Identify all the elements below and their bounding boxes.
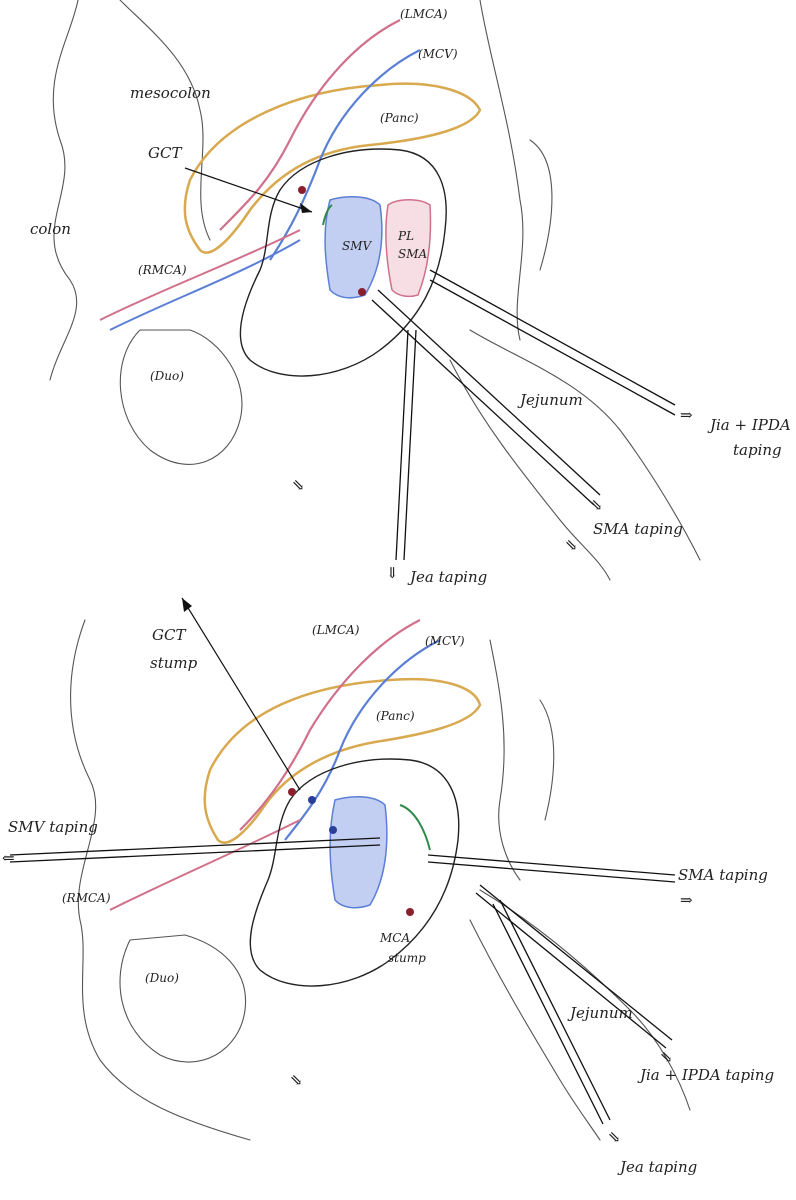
mesentery-root-b (249, 758, 460, 987)
label-mca-stump-2: stump (388, 951, 426, 965)
tape-jia-arrow: ⇒ (680, 406, 693, 424)
top-panel: ⇒ ⇘ ⇓ ⇘ ⇘ (LMCA) (MCV) mesocolon (Panc) … (30, 0, 791, 586)
tape-sma-1 (377, 289, 601, 496)
flow-arrow-top-1: ⇘ (292, 476, 305, 494)
tape-sma-2 (371, 299, 595, 506)
tape-jea-b-arrow: ⇘ (608, 1128, 621, 1146)
jejunum-outline-b2 (469, 919, 601, 1141)
gct-clip (298, 186, 306, 194)
label-jea-taping-bottom: Jea taping (617, 1158, 697, 1176)
label-sma-taping-top: SMA taping (593, 520, 683, 538)
sma (385, 199, 432, 298)
pancreas (183, 82, 482, 254)
colon-outline-b (70, 619, 251, 1141)
suture-top (322, 204, 333, 226)
label-jia-ipda-bottom: Jia + IPDA taping (637, 1066, 774, 1084)
flow-arrow-bottom: ⇘ (290, 1071, 303, 1089)
smv-b (329, 795, 388, 909)
tape-jia-b-2 (475, 892, 667, 1049)
label-mcv-top: (MCV) (418, 47, 458, 61)
tape-jea-2 (403, 329, 417, 561)
label-rmca-top: (RMCA) (138, 263, 187, 277)
mca-clip-top (358, 288, 366, 296)
duo-outline (119, 329, 243, 465)
jejunum-outline-b (479, 889, 691, 1111)
tape-jia-b-arrow: ⇘ (660, 1048, 673, 1066)
tape-sma-b-2 (427, 861, 676, 883)
label-lmca-bottom: (LMCA) (312, 623, 360, 637)
label-pl: PL (397, 229, 414, 243)
smv (324, 195, 383, 299)
label-panc-bottom: (Panc) (376, 709, 415, 723)
label-rmca-bottom: (RMCA) (62, 891, 111, 905)
lmca-vessel (219, 19, 401, 231)
rmca-vessel (99, 229, 301, 321)
label-jejunum-bottom: Jejunum (567, 1004, 633, 1022)
tape-jia-1 (429, 269, 676, 406)
gct-stump-arrowhead (182, 598, 192, 612)
jejunum-outline (469, 329, 701, 561)
label-gct-stump-2: stump (150, 654, 198, 672)
gct-stump-clip-blue (308, 796, 316, 804)
tape-jea-b-1 (499, 899, 611, 1121)
label-gct: GCT (148, 144, 182, 162)
label-jia-ipda-top-1: Jia + IPDA (707, 416, 791, 434)
label-duo-top: (Duo) (150, 369, 184, 383)
pancreas-b (203, 677, 482, 844)
mcv-vessel-b (284, 639, 441, 841)
label-duo-bottom: (Duo) (145, 971, 179, 985)
mca-stump-clip (406, 908, 414, 916)
gct-arrowhead (300, 203, 312, 213)
gct-stump-clip (288, 788, 296, 796)
gct-stump-arrow (181, 597, 301, 791)
label-mca-stump-1: MCA (379, 931, 410, 945)
tape-sma-b-1 (427, 854, 676, 876)
tape-jia-b-1 (479, 884, 673, 1041)
rmcv-vessel (109, 239, 301, 331)
label-gct-stump-1: GCT (152, 626, 186, 644)
flow-arrow-top-2: ⇘ (565, 536, 578, 554)
tape-smv-1 (9, 837, 381, 856)
label-sma-taping-bottom: SMA taping (678, 866, 768, 884)
label-mesocolon: mesocolon (130, 84, 211, 102)
tape-jea-1 (395, 329, 409, 561)
tape-sma-arrow: ⇘ (590, 496, 603, 514)
tape-jea-arrow: ⇓ (386, 564, 399, 582)
tape-jia-2 (429, 279, 676, 416)
smv-clip-blue (329, 826, 337, 834)
tape-smv-arrow: ⇐ (2, 849, 15, 867)
jejunum-outline-2 (449, 359, 611, 581)
colon-right-edge (479, 0, 524, 341)
tape-sma-b-arrow: ⇒ (680, 891, 693, 909)
bottom-panel: ⇐ ⇒ ⇘ ⇘ ⇘ GCT stump (LMCA) (MCV) (Panc) … (2, 597, 774, 1176)
label-lmca-top: (LMCA) (400, 7, 448, 21)
label-jia-ipda-top-2: taping (733, 441, 782, 459)
label-panc-top: (Panc) (380, 111, 419, 125)
suture-bottom (399, 804, 431, 851)
label-mcv-bottom: (MCV) (425, 634, 465, 648)
label-sma: SMA (398, 247, 428, 261)
tape-jea-b-2 (492, 903, 604, 1125)
mesocolon-outline (119, 0, 211, 241)
label-jejunum-top: Jejunum (517, 391, 583, 409)
lmca-vessel-b (239, 619, 421, 831)
label-colon: colon (30, 220, 71, 238)
label-jea-taping-top: Jea taping (407, 568, 487, 586)
colon-right-edge-b (489, 639, 521, 881)
retro-outline-b (539, 699, 555, 821)
mesentery-root (239, 148, 447, 377)
tape-smv-2 (9, 844, 381, 863)
label-smv-taping: SMV taping (8, 818, 98, 836)
duo-outline-b (119, 934, 247, 1063)
retro-outline (529, 139, 553, 271)
gct-arrow (184, 167, 313, 213)
colon-outline (49, 0, 79, 381)
rmca-vessel-b (109, 819, 301, 911)
label-smv: SMV (342, 239, 373, 253)
